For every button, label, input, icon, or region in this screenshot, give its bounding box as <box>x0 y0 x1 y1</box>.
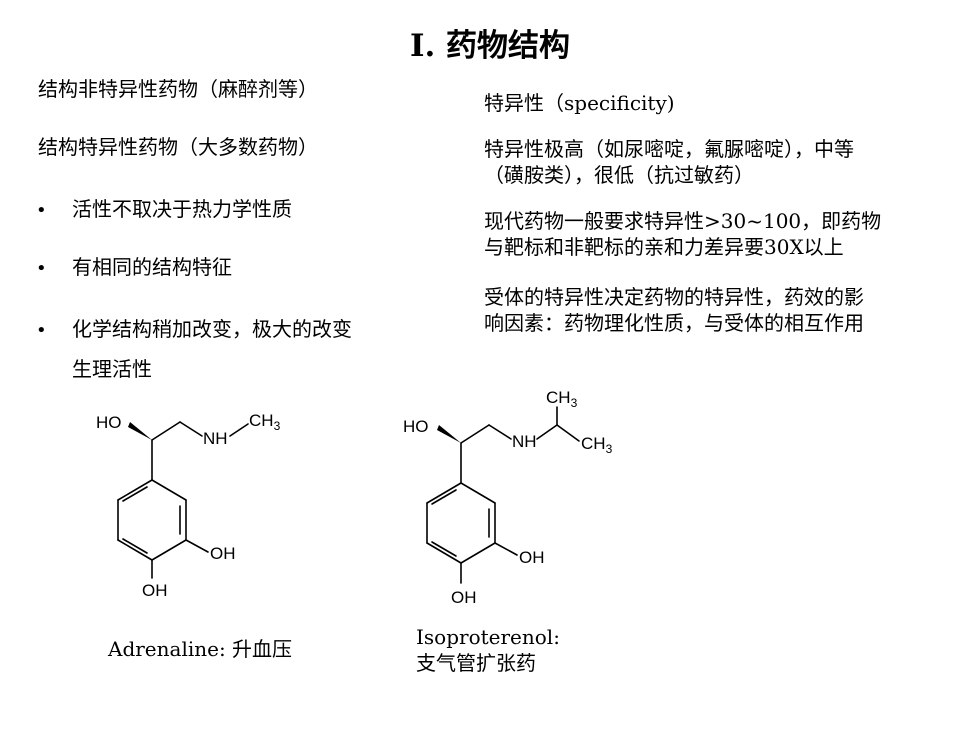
specificity-paragraph-3: 受体的特异性决定药物的特异性，药效的影 响因素：药物理化性质，与受体的相互作用 <box>484 284 959 336</box>
caption-line: Isoproterenol: <box>416 625 560 649</box>
adrenaline-caption: Adrenaline: 升血压 <box>108 637 293 661</box>
caption-line: 支气管扩张药 <box>416 651 536 675</box>
oh-label: OH <box>142 581 168 600</box>
ch3-label: CH3 <box>581 434 613 456</box>
paragraph-line: （磺胺类），很低（抗过敏药） <box>484 163 754 187</box>
slide-title: I. 药物结构 <box>409 28 571 64</box>
nh-label: NH <box>203 429 228 448</box>
ho-label: HO <box>403 417 429 436</box>
adrenaline-structure-diagram: HO NH CH3 OH OH <box>96 411 281 600</box>
ho-label: HO <box>96 413 122 432</box>
oh-label: OH <box>451 588 477 607</box>
bullet-text: 化学结构稍加改变，极大的改变 <box>72 317 352 341</box>
paragraph-line: 响因素：药物理化性质，与受体的相互作用 <box>484 311 864 335</box>
specificity-paragraph-2: 现代药物一般要求特异性>30~100，即药物 与靶标和非靶标的亲和力差异要30X… <box>484 208 959 260</box>
bullet-marker: • <box>36 320 47 341</box>
isoproterenol-structure-diagram: HO NH CH3 CH3 OH OH <box>403 388 613 607</box>
specificity-heading: 特异性（specificity) <box>484 91 675 115</box>
specificity-paragraph-1: 特异性极高（如尿嘧啶，氟脲嘧啶），中等 （磺胺类），很低（抗过敏药） <box>484 136 959 188</box>
nh-label: NH <box>512 432 537 451</box>
paragraph-line: 与靶标和非靶标的亲和力差异要30X以上 <box>484 235 844 259</box>
paragraph-line: 特异性极高（如尿嘧啶，氟脲嘧啶），中等 <box>484 137 854 161</box>
oh-label: OH <box>210 544 236 563</box>
nonspecific-drugs-line: 结构非特异性药物（麻醉剂等） <box>38 77 318 101</box>
bullet-text: 活性不取决于热力学性质 <box>72 197 292 221</box>
bullet-text-continuation: 生理活性 <box>72 357 152 381</box>
isoproterenol-caption: Isoproterenol: 支气管扩张药 <box>416 624 560 676</box>
oh-label: OH <box>519 548 545 567</box>
bullet-marker: • <box>36 258 47 279</box>
specific-drugs-line: 结构特异性药物（大多数药物） <box>38 135 318 159</box>
bullet-marker: • <box>36 200 47 221</box>
paragraph-line: 受体的特异性决定药物的特异性，药效的影 <box>484 285 864 309</box>
bullet-text: 有相同的结构特征 <box>72 255 232 279</box>
paragraph-line: 现代药物一般要求特异性>30~100，即药物 <box>484 209 882 233</box>
ch3-label: CH3 <box>546 388 578 410</box>
ch3-label: CH3 <box>249 411 281 433</box>
